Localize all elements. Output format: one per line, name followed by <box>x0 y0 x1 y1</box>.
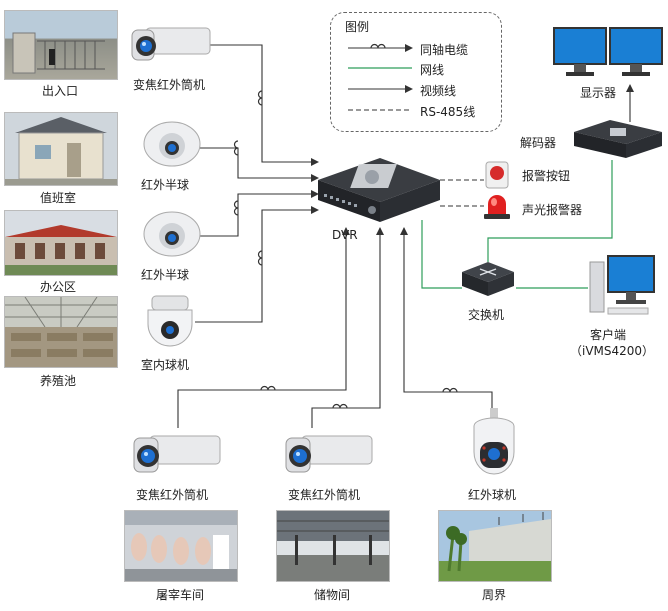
photo-perimeter <box>438 510 552 582</box>
label-siren: 声光报警器 <box>522 203 583 217</box>
label-zoom-ir-bullet-3: 变焦红外筒机 <box>288 488 361 502</box>
alarm-button-icon <box>485 161 509 189</box>
dvr-icon <box>318 158 440 222</box>
photo-slaughter <box>124 510 238 582</box>
net-dvr-switch <box>421 220 462 289</box>
workshop-icon <box>125 511 237 581</box>
wire-dome2-dvr <box>200 190 319 237</box>
legend-network: 网线 <box>420 63 445 77</box>
legend-title: 图例 <box>345 20 370 34</box>
label-switch: 交换机 <box>468 308 505 322</box>
dome-camera-icon-2 <box>143 211 201 257</box>
wire-bullet3-dvr <box>311 227 384 428</box>
bullet-camera-icon <box>131 27 211 61</box>
switch-icon <box>462 262 514 296</box>
label-decoder: 解码器 <box>520 136 557 150</box>
legend-video: 视频线 <box>420 84 457 98</box>
bullet-camera-icon-2 <box>133 435 221 473</box>
ptz-dome-icon <box>147 295 193 347</box>
bullet-camera-icon-3 <box>285 435 373 473</box>
warehouse-icon <box>277 511 389 581</box>
house-icon <box>5 117 117 185</box>
label-entrance: 出入口 <box>42 84 79 98</box>
label-zoom-ir-bullet-2: 变焦红外筒机 <box>136 488 209 502</box>
label-office: 办公区 <box>40 280 77 294</box>
legend-box <box>330 12 502 132</box>
monitor-icon <box>553 27 663 76</box>
label-monitors: 显示器 <box>580 86 617 100</box>
label-dvr: DVR <box>332 228 358 242</box>
net-switch-decoder <box>487 160 613 262</box>
legend-coax: 同轴电缆 <box>420 43 469 57</box>
label-ir-ptz: 红外球机 <box>468 488 517 502</box>
wire-bullet2-dvr <box>177 227 350 428</box>
label-perimeter: 周界 <box>482 588 507 602</box>
photo-entrance <box>4 10 118 80</box>
wire-dome1-dvr <box>200 147 319 182</box>
photo-office <box>4 210 118 276</box>
wire-bullet1-dvr <box>210 44 319 166</box>
label-duty-room: 值班室 <box>40 191 77 205</box>
label-ir-dome-2: 红外半球 <box>141 268 190 282</box>
wire-ptz-dvr <box>195 206 319 323</box>
gate-icon <box>12 32 105 74</box>
photo-breeding-pool <box>4 296 118 368</box>
label-indoor-ptz: 室内球机 <box>141 358 190 372</box>
dome-camera-icon <box>143 121 201 167</box>
label-breeding-pool: 养殖池 <box>40 374 77 388</box>
label-client: 客户端 <box>590 328 627 342</box>
label-ir-dome-1: 红外半球 <box>141 178 190 192</box>
decoder-icon <box>574 120 662 158</box>
computer-icon <box>589 255 655 315</box>
siren-icon <box>484 195 510 219</box>
fence-icon <box>439 512 551 581</box>
greenhouse-icon <box>5 297 117 367</box>
label-zoom-ir-bullet-1: 变焦红外筒机 <box>133 78 206 92</box>
ir-ptz-camera-icon <box>473 408 515 475</box>
photo-storage <box>276 510 390 582</box>
legend-rs485: RS-485线 <box>420 105 476 119</box>
label-slaughter: 屠宰车间 <box>156 588 205 602</box>
label-alarm-button: 报警按钮 <box>522 169 571 183</box>
label-storage: 储物间 <box>314 588 351 602</box>
photo-duty-room <box>4 112 118 186</box>
building-icon <box>5 225 117 275</box>
wire-irptz-dvr <box>400 227 493 410</box>
legend-symbols <box>348 43 413 111</box>
label-client-sub: （iVMS4200） <box>570 344 655 358</box>
